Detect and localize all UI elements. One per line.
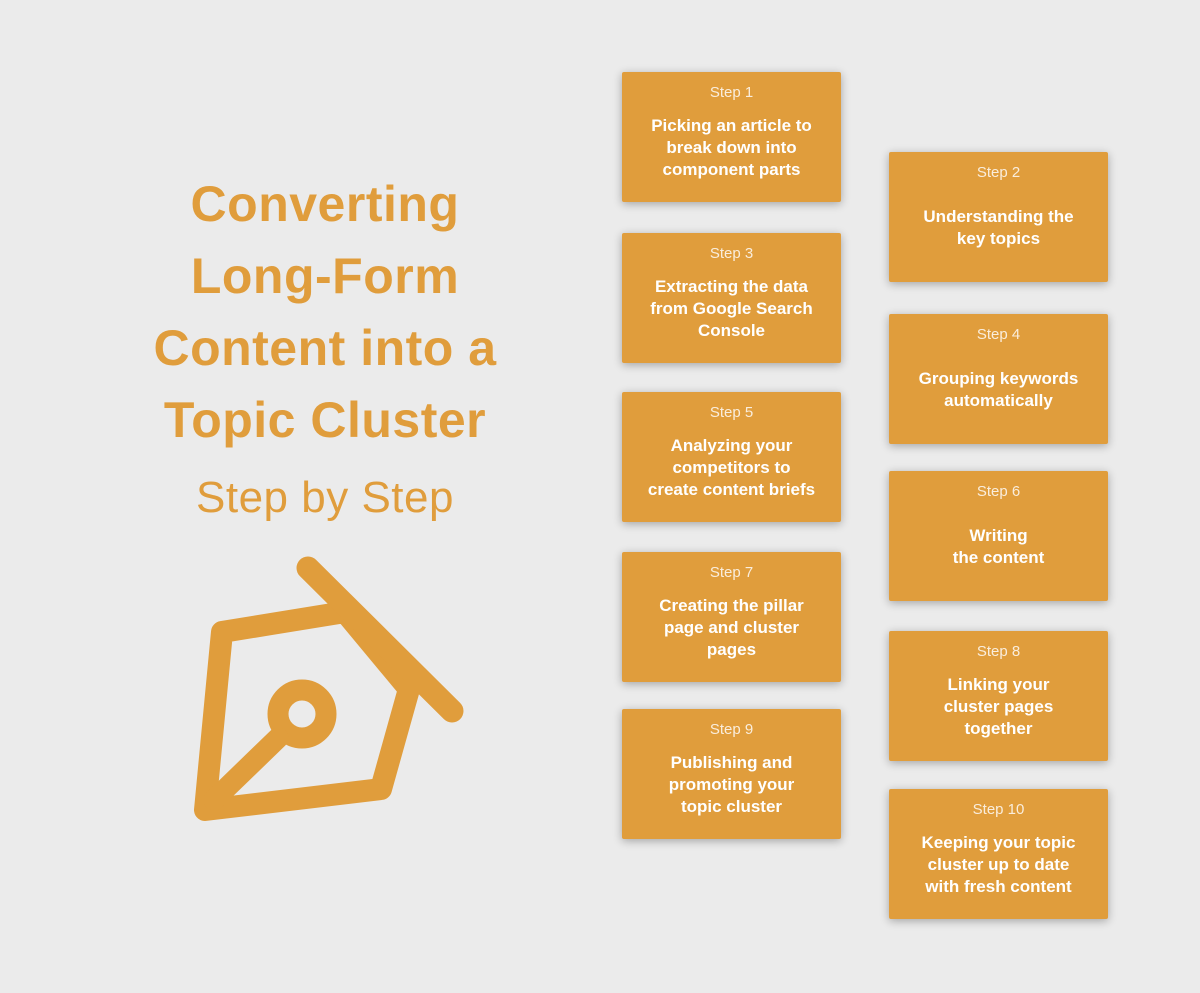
step-text: Writing the content [952, 526, 1045, 567]
step-box-3: Step 3 Extracting the data from Google S… [622, 233, 841, 363]
step-text: Extracting the data from Google Search C… [650, 277, 813, 340]
step-text: Analyzing your competitors to create con… [647, 436, 816, 499]
step-text: Understanding the key topics [923, 207, 1074, 248]
step-box-4: Step 4 Grouping keywords automatically [889, 314, 1108, 444]
step-text: Linking your cluster pages together [943, 675, 1054, 738]
step-box-5: Step 5 Analyzing your competitors to cre… [622, 392, 841, 522]
pen-nib-slit [203, 727, 289, 811]
step-label: Step 2 [976, 164, 1021, 181]
step-label: Step 8 [976, 643, 1021, 660]
title-block: Converting Long-Form Content into a Topi… [75, 168, 575, 524]
pen-nib-hole [267, 679, 337, 749]
step-text: Picking an article to break down into co… [651, 116, 812, 179]
step-text: Grouping keywords automatically [918, 369, 1079, 410]
step-text: Publishing and promoting your topic clus… [668, 753, 795, 816]
step-box-9: Step 9 Publishing and promoting your top… [622, 709, 841, 839]
pen-nib-icon [194, 556, 464, 821]
step-box-2: Step 2 Understanding the key topics [889, 152, 1108, 282]
step-box-10: Step 10 Keeping your topic cluster up to… [889, 789, 1108, 919]
step-box-6: Step 6 Writing the content [889, 471, 1108, 601]
step-label: Step 10 [972, 801, 1025, 818]
pen-shaft-line [296, 556, 464, 723]
step-label: Step 3 [709, 245, 754, 262]
step-box-1: Step 1 Picking an article to break down … [622, 72, 841, 202]
page-subtitle: Step by Step [196, 473, 454, 522]
step-label: Step 1 [709, 84, 754, 101]
step-box-7: Step 7 Creating the pillar page and clus… [622, 552, 841, 682]
step-box-8: Step 8 Linking your cluster pages togeth… [889, 631, 1108, 761]
page-title: Converting Long-Form Content into a Topi… [153, 176, 497, 448]
step-label: Step 6 [976, 483, 1021, 500]
step-text: Creating the pillar page and cluster pag… [659, 596, 804, 659]
step-label: Step 4 [976, 326, 1021, 343]
step-label: Step 5 [709, 404, 754, 421]
step-text: Keeping your topic cluster up to date wi… [921, 833, 1076, 896]
step-label: Step 9 [709, 721, 754, 738]
step-label: Step 7 [709, 564, 754, 581]
